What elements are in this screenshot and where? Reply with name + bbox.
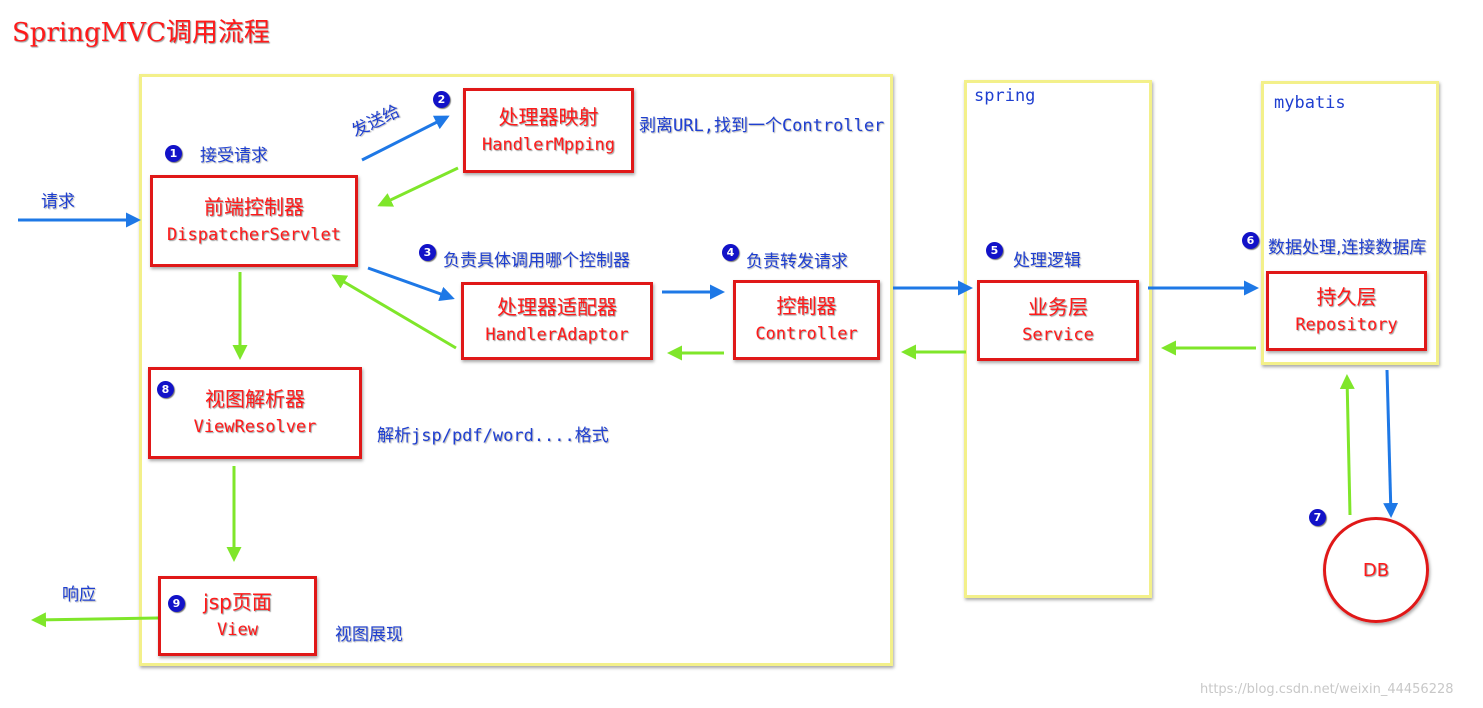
service-box: 业务层 Service xyxy=(977,280,1139,361)
spring-panel-label: spring xyxy=(974,86,1036,106)
handler-mapping-en: HandlerMpping xyxy=(481,134,616,155)
handler-adaptor-en: HandlerAdaptor xyxy=(485,325,629,345)
step-badge-4: 4 xyxy=(722,244,739,261)
view-en: View xyxy=(217,620,258,640)
step-badge-1: 1 xyxy=(165,145,182,162)
arrow-to-handler-adaptor xyxy=(367,266,455,302)
step-badge-9: 9 xyxy=(168,595,185,612)
step-badge-3: 3 xyxy=(419,244,436,261)
arrow-response-out xyxy=(31,612,159,628)
note-strip-url: 剥离URL,找到一个Controller xyxy=(639,116,885,136)
service-zh: 业务层 xyxy=(1028,294,1088,319)
note-request: 请求 xyxy=(41,192,75,212)
dispatcher-servlet-en: DispatcherServlet xyxy=(167,225,341,245)
view-resolver-box: 视图解析器 ViewResolver xyxy=(148,367,362,459)
repository-box: 持久层 Repository xyxy=(1266,271,1427,351)
note-view-display: 视图展现 xyxy=(335,625,403,645)
controller-zh: 控制器 xyxy=(776,294,837,318)
note-which-controller: 负责具体调用哪个控制器 xyxy=(443,251,630,271)
handler-adaptor-zh: 处理器适配器 xyxy=(497,295,617,319)
view-zh: jsp页面 xyxy=(203,590,272,614)
note-data-processing: 数据处理,连接数据库 xyxy=(1268,238,1427,258)
spring-panel xyxy=(964,80,1152,598)
handler-mapping-zh: 处理器映射 xyxy=(498,104,599,129)
arrow-from-handler-mapping xyxy=(377,166,459,207)
arrow-from-db xyxy=(1339,374,1355,516)
view-resolver-zh: 视图解析器 xyxy=(205,387,305,411)
springmvc-panel xyxy=(139,74,893,666)
service-en: Service xyxy=(1022,324,1094,345)
step-badge-6: 6 xyxy=(1242,232,1259,249)
diagram-title: SpringMVC调用流程 xyxy=(12,18,270,48)
mybatis-panel-label: mybatis xyxy=(1274,93,1346,113)
mybatis-panel xyxy=(1261,81,1439,365)
note-accept-request: 接受请求 xyxy=(200,146,268,166)
view-resolver-en: ViewResolver xyxy=(193,417,317,437)
handler-adaptor-box: 处理器适配器 HandlerAdaptor xyxy=(461,282,653,360)
note-parse-formats: 解析jsp/pdf/word....格式 xyxy=(377,426,609,446)
arrow-to-db xyxy=(1383,369,1399,518)
repository-zh: 持久层 xyxy=(1316,285,1377,309)
controller-en: Controller xyxy=(755,324,858,344)
arrow-to-handler-mapping xyxy=(361,115,450,162)
view-box: jsp页面 View xyxy=(158,576,317,656)
step-badge-2: 2 xyxy=(433,91,450,108)
handler-mapping-box: 处理器映射 HandlerMpping xyxy=(463,88,634,173)
step-badge-5: 5 xyxy=(986,242,1003,259)
dispatcher-servlet-box: 前端控制器 DispatcherServlet xyxy=(150,175,358,267)
repository-en: Repository xyxy=(1295,315,1398,335)
step-badge-8: 8 xyxy=(157,381,174,398)
db-circle: DB xyxy=(1323,517,1429,623)
arrow-from-handler-adaptor xyxy=(331,274,457,350)
step-badge-7: 7 xyxy=(1309,509,1326,526)
note-forward-request: 负责转发请求 xyxy=(746,252,848,272)
note-process-logic: 处理逻辑 xyxy=(1013,251,1081,271)
controller-box: 控制器 Controller xyxy=(733,280,880,360)
watermark-text: https://blog.csdn.net/weixin_44456228 xyxy=(1200,682,1454,697)
dispatcher-servlet-zh: 前端控制器 xyxy=(204,195,304,219)
note-response: 响应 xyxy=(62,585,96,605)
